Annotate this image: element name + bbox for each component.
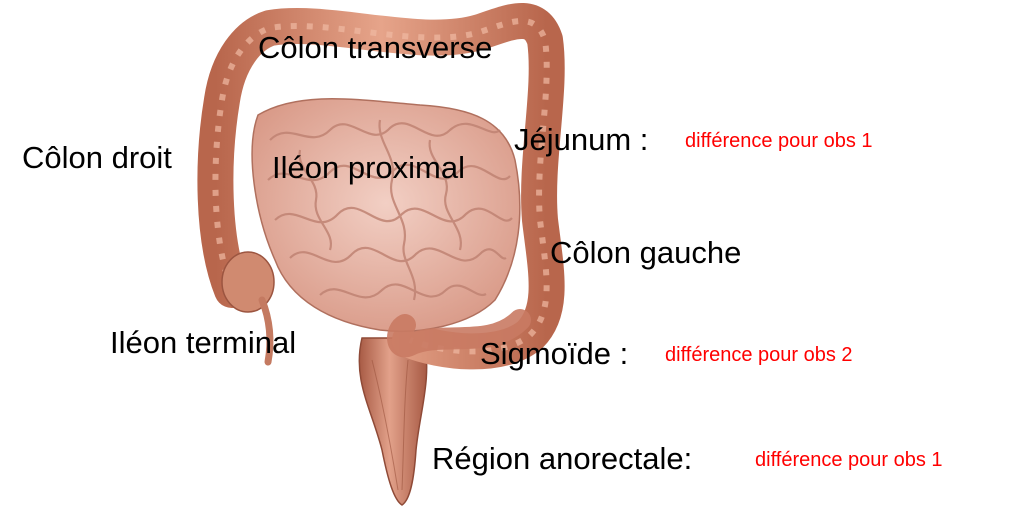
note-sigmoide: différence pour obs 2 (665, 345, 853, 365)
label-ileon-proximal: Iléon proximal (272, 152, 465, 183)
note-jejunum: différence pour obs 1 (685, 131, 873, 151)
label-sigmoide: Sigmoïde : (480, 338, 628, 369)
label-colon-droit: Côlon droit (22, 142, 172, 173)
label-colon-transverse: Côlon transverse (258, 32, 492, 63)
label-ileon-terminal: Iléon terminal (110, 327, 296, 358)
rectum (359, 338, 426, 505)
label-jejunum: Jéjunum : (514, 124, 648, 155)
label-colon-gauche: Côlon gauche (550, 237, 741, 268)
label-region-anorectale: Région anorectale: (432, 443, 692, 474)
note-region-anorectale: différence pour obs 1 (755, 450, 943, 470)
